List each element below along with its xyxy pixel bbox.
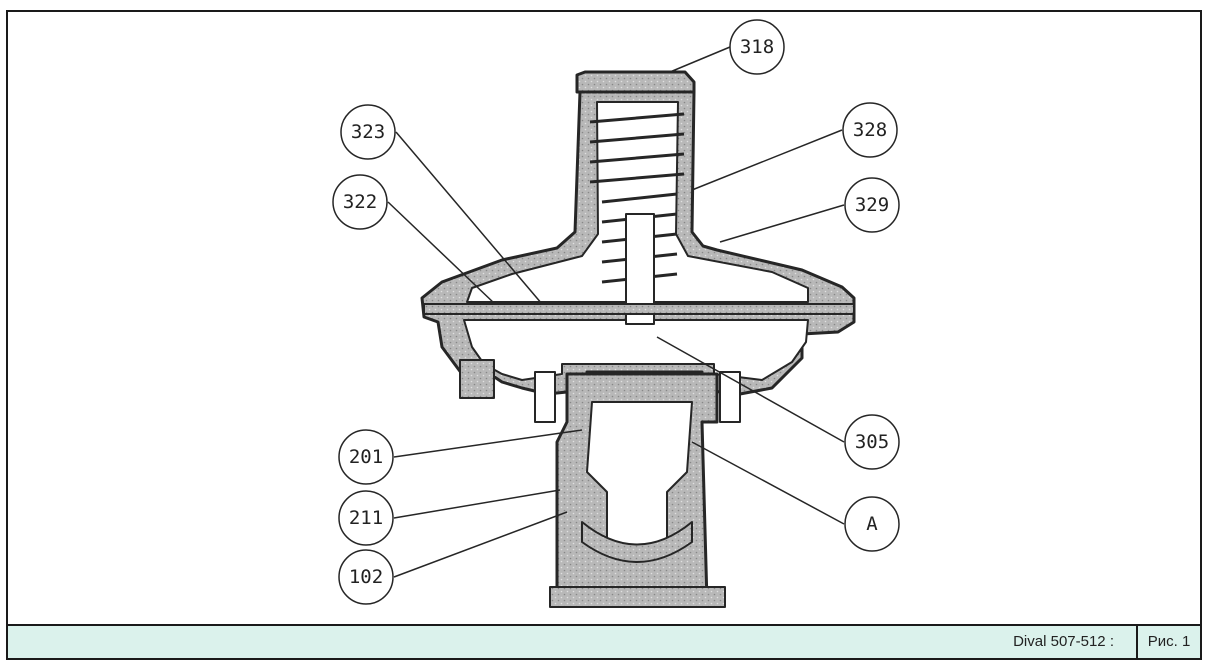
callout-328 (842, 102, 898, 158)
figure-caption-bar: Dival 507-512 : Рис. 1 (8, 624, 1200, 658)
callout-label-322: 322 (343, 191, 377, 213)
callout-label-201: 201 (349, 446, 383, 468)
callout-label-102: 102 (349, 566, 383, 588)
callout-322 (332, 174, 388, 230)
callout-305 (844, 414, 900, 470)
regulator-section-drawing: 318 323 328 322 329 305 201 211 102 A (332, 19, 900, 608)
bottom-flange (549, 586, 726, 608)
callout-102 (338, 549, 394, 605)
caption-model: Dival 507-512 : (1013, 633, 1114, 650)
callout-201 (338, 429, 394, 485)
callout-labels: 318 323 328 322 329 305 201 211 102 A (343, 36, 889, 588)
regulator-body (420, 70, 856, 608)
callout-A (844, 496, 900, 552)
callout-label-A: A (866, 513, 878, 535)
caption-figure-number: Рис. 1 (1136, 626, 1200, 658)
vent-fitting (459, 359, 495, 399)
diaphragm (423, 303, 855, 315)
leader-lines (387, 46, 845, 578)
callout-323 (340, 104, 396, 160)
callout-label-323: 323 (351, 121, 385, 143)
callout-318 (729, 19, 785, 75)
callouts (332, 19, 900, 605)
right-bolt (719, 371, 741, 423)
top-cap (575, 70, 696, 94)
callout-211 (338, 490, 394, 546)
drawing-frame: 318 323 328 322 329 305 201 211 102 A Di… (6, 10, 1202, 660)
callout-329 (844, 177, 900, 233)
callout-label-318: 318 (740, 36, 774, 58)
left-bolt (534, 371, 556, 423)
callout-label-329: 329 (855, 194, 889, 216)
callout-label-211: 211 (349, 507, 383, 529)
callout-label-328: 328 (853, 119, 887, 141)
callout-label-305: 305 (855, 431, 889, 453)
valve-disc (581, 521, 693, 563)
